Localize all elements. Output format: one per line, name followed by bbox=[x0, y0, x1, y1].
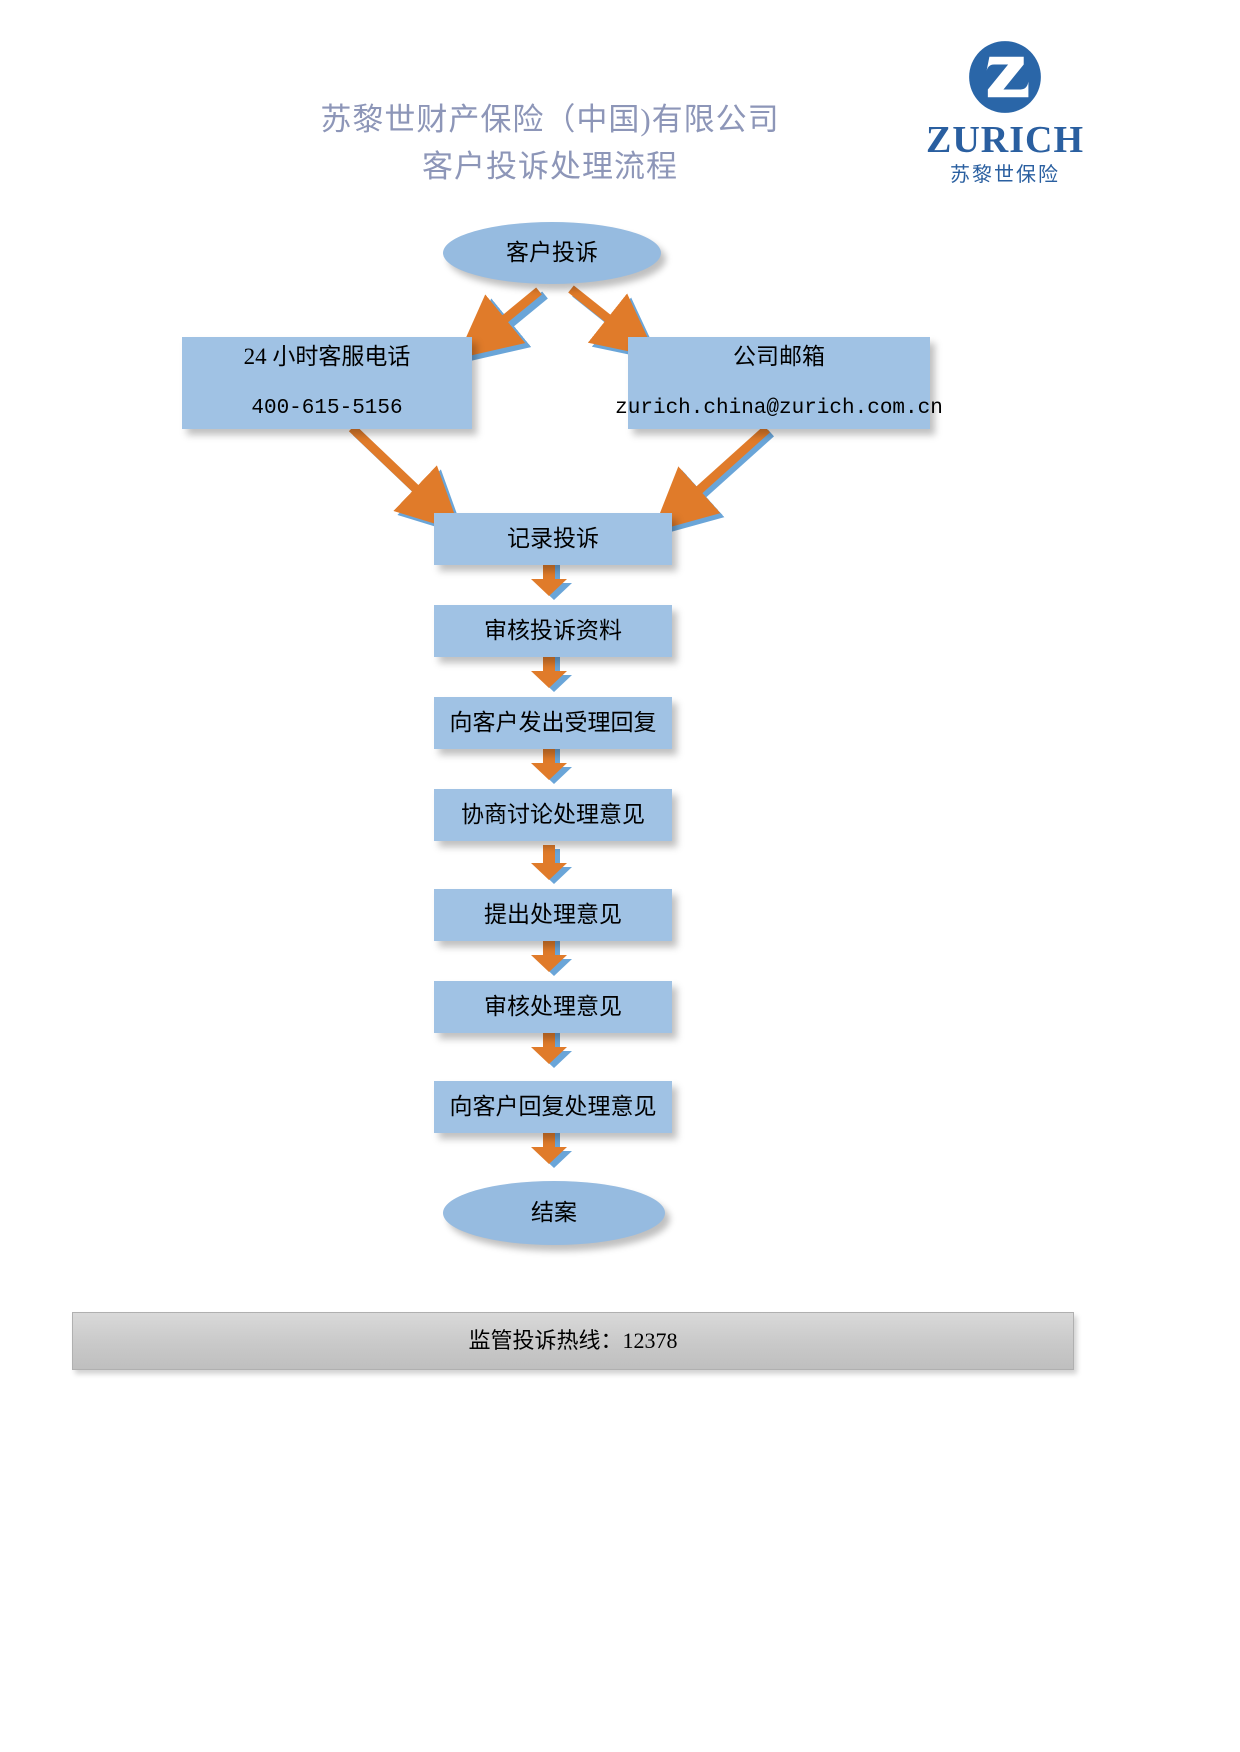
page-title-line-2: 客户投诉处理流程 bbox=[422, 149, 678, 184]
arrow-start-to-email bbox=[568, 285, 661, 362]
zurich-logo: ZURICH 苏黎世保险 bbox=[905, 38, 1105, 193]
regulator-hotline-text: 监管投诉热线：12378 bbox=[468, 1328, 678, 1353]
flow-node-step-1[interactable]: 记录投诉 bbox=[434, 513, 672, 565]
regulator-hotline-bar: 监管投诉热线：12378 bbox=[72, 1312, 1074, 1370]
flow-node-step-7-label: 向客户回复处理意见 bbox=[449, 1094, 657, 1119]
zurich-chinese-name: 苏黎世保险 bbox=[950, 164, 1060, 186]
flow-node-end-label: 结案 bbox=[531, 1200, 577, 1225]
flow-node-end[interactable]: 结案 bbox=[443, 1181, 665, 1245]
arrow-chain-4 bbox=[531, 845, 572, 884]
arrow-chain-6 bbox=[531, 1029, 572, 1068]
arrow-phone-to-record bbox=[348, 424, 465, 536]
arrow-email-to-record bbox=[652, 425, 775, 536]
flow-node-step-1-label: 记录投诉 bbox=[507, 526, 599, 551]
arrow-chain-5 bbox=[531, 937, 572, 976]
flow-node-email-address: zurich.china@zurich.com.cn bbox=[615, 397, 943, 420]
flow-node-phone-channel[interactable]: 24 小时客服电话 400-615-5156 bbox=[182, 337, 472, 429]
arrow-start-to-phone bbox=[456, 287, 548, 363]
flow-node-step-3-label: 向客户发出受理回复 bbox=[449, 710, 657, 735]
arrow-chain-2 bbox=[531, 653, 572, 692]
flow-node-step-4[interactable]: 协商讨论处理意见 bbox=[434, 789, 672, 841]
flow-node-email-label: 公司邮箱 bbox=[733, 344, 825, 369]
zurich-mark-icon bbox=[969, 41, 1041, 113]
flow-node-start[interactable]: 客户投诉 bbox=[443, 222, 661, 284]
arrow-chain-3 bbox=[531, 745, 572, 784]
flow-node-phone-number: 400-615-5156 bbox=[251, 397, 403, 420]
page-header: 苏黎世财产保险（中国)有限公司 客户投诉处理流程 ZURICH 苏黎世保险 bbox=[0, 0, 1240, 210]
flow-node-step-7[interactable]: 向客户回复处理意见 bbox=[434, 1081, 672, 1133]
flow-node-step-3[interactable]: 向客户发出受理回复 bbox=[434, 697, 672, 749]
flow-node-step-5-label: 提出处理意见 bbox=[484, 902, 622, 927]
flow-node-step-4-label: 协商讨论处理意见 bbox=[461, 802, 645, 827]
flow-node-step-5[interactable]: 提出处理意见 bbox=[434, 889, 672, 941]
arrow-chain-1 bbox=[531, 561, 572, 600]
flow-node-email-channel[interactable]: 公司邮箱 zurich.china@zurich.com.cn bbox=[615, 337, 943, 429]
page-title-line-1: 苏黎世财产保险（中国)有限公司 bbox=[320, 102, 780, 137]
flow-node-step-2-label: 审核投诉资料 bbox=[484, 618, 622, 643]
arrow-chain-7 bbox=[531, 1129, 572, 1168]
page-title: 苏黎世财产保险（中国)有限公司 客户投诉处理流程 bbox=[200, 96, 900, 190]
flow-node-phone-label: 24 小时客服电话 bbox=[243, 344, 411, 369]
flow-node-step-6[interactable]: 审核处理意见 bbox=[434, 981, 672, 1033]
flow-node-start-label: 客户投诉 bbox=[506, 240, 598, 265]
zurich-wordmark: ZURICH bbox=[925, 119, 1085, 161]
flow-node-step-2[interactable]: 审核投诉资料 bbox=[434, 605, 672, 657]
flow-node-step-6-label: 审核处理意见 bbox=[484, 994, 622, 1019]
